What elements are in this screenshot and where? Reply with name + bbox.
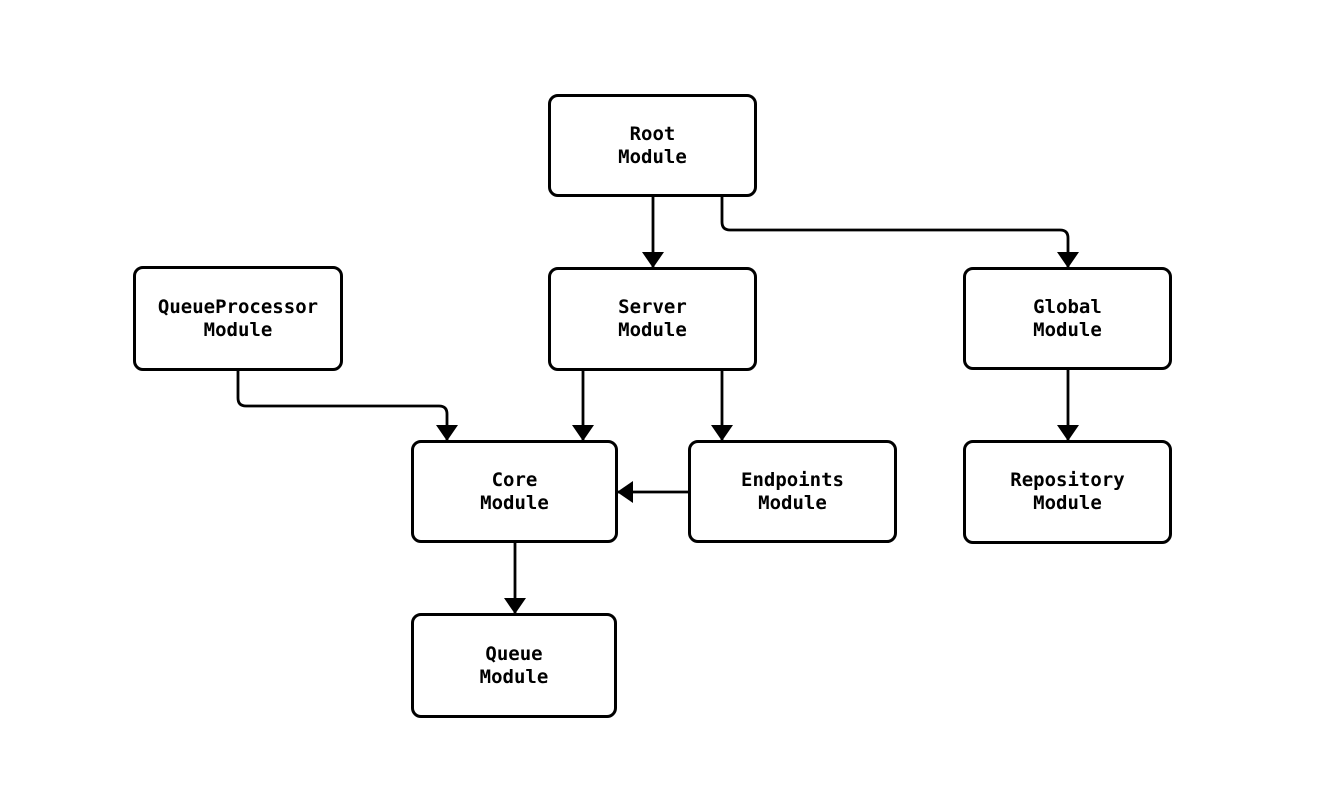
edge-queueprocessor-to-core xyxy=(236,371,458,441)
node-label-line: Module xyxy=(618,145,687,168)
node-label-line: Queue xyxy=(485,642,543,665)
node-label-line: Module xyxy=(758,491,827,514)
node-label-line: Module xyxy=(1033,492,1102,514)
node-label-line: Repository xyxy=(1010,469,1125,491)
node-label-line: Core xyxy=(491,468,538,491)
node-label-line: Endpoints xyxy=(741,468,844,491)
node-label-line: Server xyxy=(618,296,687,318)
node-label-line: Global xyxy=(1033,295,1102,318)
node-label-line: QueueProcessor xyxy=(157,295,319,318)
node-label-line: Module xyxy=(618,319,687,341)
node-label-line: Module xyxy=(479,665,549,688)
node-label-line: Root xyxy=(629,122,676,145)
node-label-line: Module xyxy=(203,318,273,341)
node-label-line: Module xyxy=(1033,318,1102,341)
node-label-line: Module xyxy=(480,491,549,514)
edge-root-to-global xyxy=(720,197,1079,268)
